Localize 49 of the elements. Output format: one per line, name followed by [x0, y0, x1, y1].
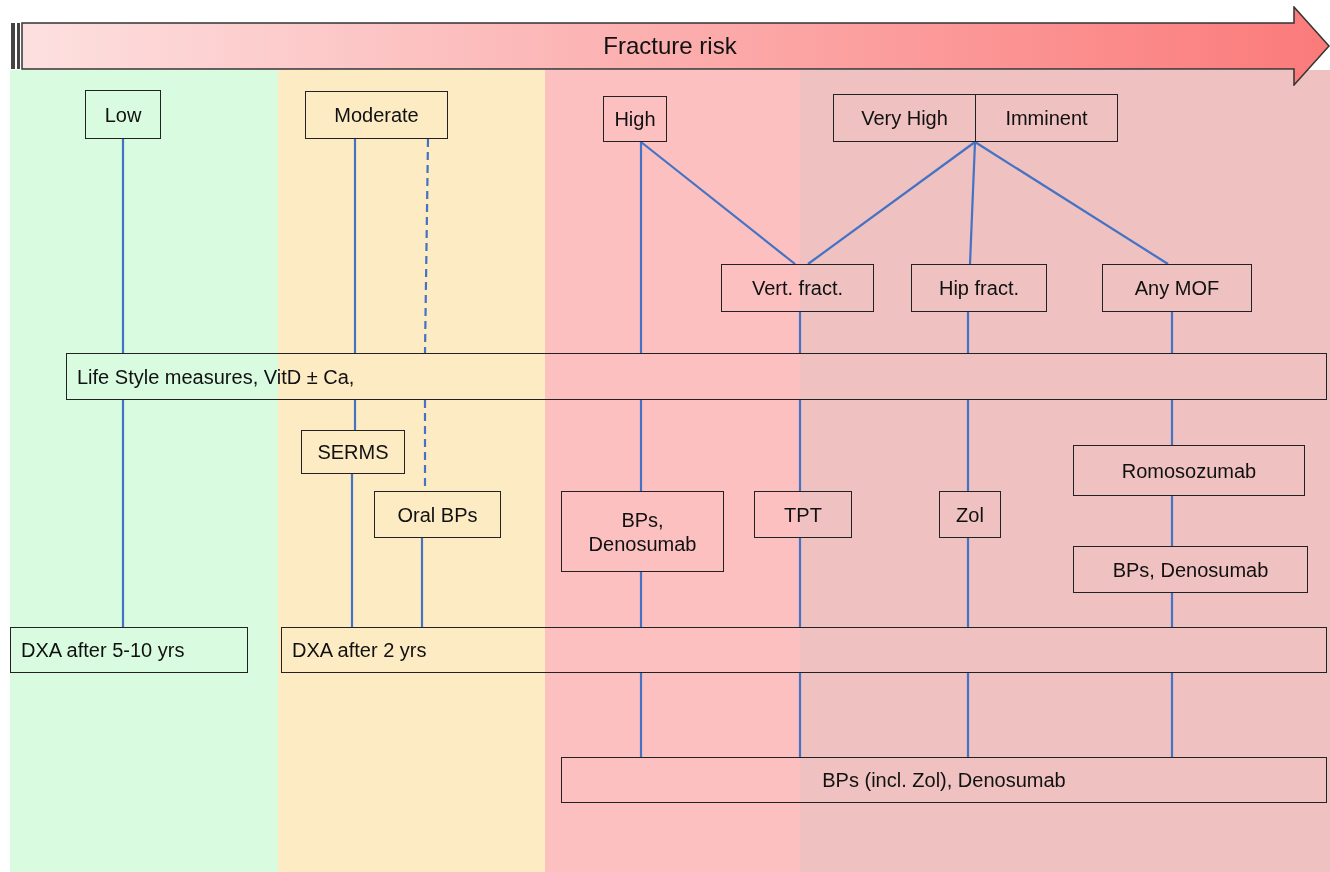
connector-line	[121, 400, 125, 627]
connector-line	[1170, 593, 1174, 627]
connector-line	[1170, 496, 1174, 546]
category-box: Moderate	[305, 91, 448, 139]
connector-line	[966, 400, 970, 491]
connector-line	[798, 400, 802, 491]
connector-line	[353, 400, 357, 430]
treatment-box: SERMS	[301, 430, 405, 474]
connector-line	[639, 142, 643, 353]
treatment-box: DXA after 2 yrs	[281, 627, 1327, 673]
connector-line	[1170, 400, 1174, 445]
connector-line	[798, 538, 802, 627]
connector-line	[966, 538, 970, 627]
connector-line	[353, 139, 357, 353]
connector-line	[966, 673, 970, 757]
risk-box	[833, 94, 1118, 142]
category-box: High	[603, 96, 667, 142]
treatment-box: BPs, Denosumab	[561, 491, 724, 572]
connector-line	[968, 141, 977, 265]
connector-line	[423, 139, 430, 353]
connector-line	[798, 312, 802, 353]
arrow-label: Fracture risk	[603, 31, 737, 61]
treatment-box: Oral BPs	[374, 491, 501, 538]
connector-line	[420, 538, 424, 627]
category-box: Low	[85, 90, 161, 139]
connector-line	[966, 312, 970, 353]
category-box: Any MOF	[1102, 264, 1252, 312]
treatment-box: TPT	[754, 491, 852, 538]
treatment-box: BPs (incl. Zol), Denosumab	[561, 757, 1327, 803]
connector-line	[350, 474, 354, 627]
connector-line	[121, 139, 125, 353]
treatment-box: Romosozumab	[1073, 445, 1305, 496]
connector-line	[798, 673, 802, 757]
box-label: Very High	[860, 106, 949, 131]
treatment-box: DXA after 5-10 yrs	[10, 627, 248, 673]
connector-line	[1170, 673, 1174, 757]
connector-line	[639, 572, 643, 627]
treatment-box: Zol	[939, 491, 1001, 538]
connector-line	[639, 400, 643, 491]
connector-line	[639, 673, 643, 757]
connector-line	[640, 141, 796, 265]
connector-line	[807, 141, 976, 265]
treatment-box: Life Style measures, VitD ± Ca,	[66, 353, 1327, 400]
treatment-box: BPs, Denosumab	[1073, 546, 1308, 593]
box-label: Imminent	[975, 95, 1117, 141]
connector-line	[1170, 312, 1174, 353]
category-box: Vert. fract.	[721, 264, 874, 312]
connector-line	[974, 141, 1169, 265]
category-box: Hip fract.	[911, 264, 1047, 312]
